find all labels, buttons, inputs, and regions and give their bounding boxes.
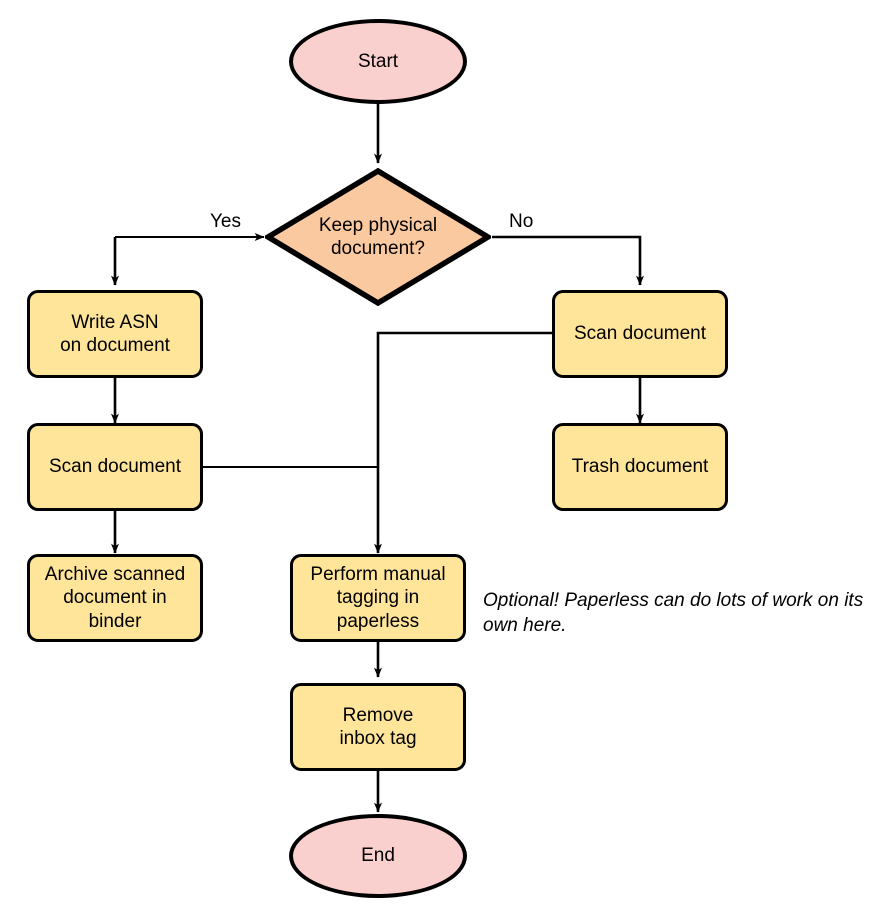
decision-diamond-shape (265, 168, 491, 306)
node-write-asn[interactable]: Write ASN on document (27, 290, 203, 378)
edge-label-yes: Yes (210, 211, 241, 232)
node-scan-document-right[interactable]: Scan document (552, 290, 728, 378)
node-keep-physical-document[interactable]: Keep physical document? (265, 168, 491, 306)
node-end[interactable]: End (289, 814, 467, 898)
edge-no-horizontal (492, 235, 644, 286)
node-archive-in-binder-label: Archive scanned document in binder (44, 564, 186, 632)
node-scan-document-right-label: Scan document (573, 323, 707, 345)
node-remove-inbox-tag[interactable]: Remove inbox tag (290, 683, 466, 771)
node-start[interactable]: Start (289, 19, 467, 104)
edge-scan-right-to-tagging (374, 331, 552, 554)
node-write-asn-label: Write ASN on document (60, 311, 170, 356)
node-start-label: Start (357, 50, 399, 72)
node-trash-document-label: Trash document (571, 456, 709, 478)
node-perform-manual-tagging-label: Perform manual tagging in paperless (310, 564, 446, 632)
edge-label-no: No (509, 211, 534, 232)
node-scan-document-left-label: Scan document (48, 456, 182, 478)
node-perform-manual-tagging[interactable]: Perform manual tagging in paperless (290, 554, 466, 642)
node-scan-document-left[interactable]: Scan document (27, 423, 203, 511)
node-end-label: End (361, 845, 395, 867)
optional-note: Optional! Paperless can do lots of work … (483, 590, 864, 636)
node-remove-inbox-tag-label: Remove inbox tag (339, 704, 417, 749)
node-archive-in-binder[interactable]: Archive scanned document in binder (27, 554, 203, 642)
node-keep-physical-document-label: Keep physical document? (318, 214, 438, 259)
node-trash-document[interactable]: Trash document (552, 423, 728, 511)
